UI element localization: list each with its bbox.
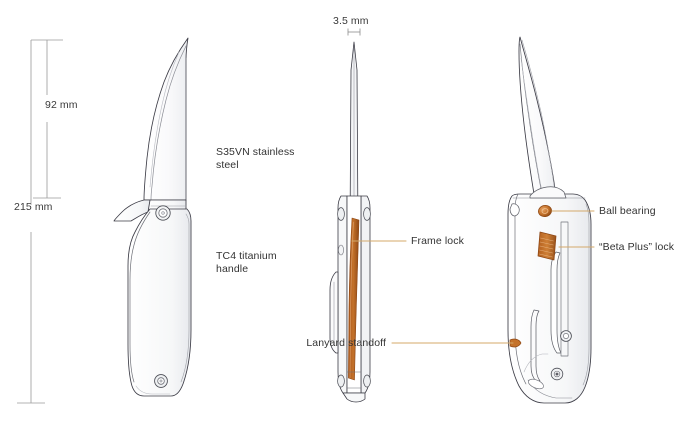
lock-bar [560,221,569,357]
dimension-blade-length: 92 mm [45,99,78,111]
pivot-screw-open [155,205,171,221]
rear-screw-left [337,374,345,388]
butt-slot [528,378,544,390]
view-closed-side [507,36,592,404]
handle-closed [507,193,592,404]
thickness-dimension-marker [347,28,361,36]
callout-blade-steel: S35VN stainless steel [216,146,295,171]
callout-lanyard-standoff: Lanyard standoff [306,337,386,349]
frame-lock-bar [348,217,360,381]
rear-screw-right [363,374,371,388]
pivot-boss-left [337,207,345,221]
callout-beta-plus-lock: “Beta Plus” lock [599,241,675,253]
callout-frame-lock: Frame lock [411,235,464,247]
body-screw-closed-2 [550,367,564,381]
callout-handle-material: TC4 titanium handle [216,250,277,275]
pivot-boss-right [363,207,371,221]
thumb-notch [509,203,520,217]
handle-slab-left [337,195,348,394]
dimension-overall-length: 215 mm [14,201,53,213]
handle-slab-right [360,195,371,394]
body-screw-closed-1 [560,330,572,342]
standoff-boss-left [338,244,344,256]
lanyard-standoff-part [509,338,522,348]
pocket-clip-closed [530,309,541,382]
dimension-lines [17,39,63,404]
callout-ball-bearing: Ball bearing [599,205,656,217]
handle-butt-edge [342,392,366,403]
body-screw-open [154,374,168,388]
flipper-tab [113,199,151,222]
blade-closed [518,36,557,201]
ball-bearing-part [538,204,552,218]
dimension-thickness: 3.5 mm [333,15,369,27]
view-open-side [113,37,192,397]
beta-plus-lock-part [537,231,557,261]
blade-tang-closed [529,186,567,199]
blade-open [143,37,189,201]
view-open-edge [329,41,371,403]
handle-open [127,208,192,397]
leader-lines [351,210,595,344]
